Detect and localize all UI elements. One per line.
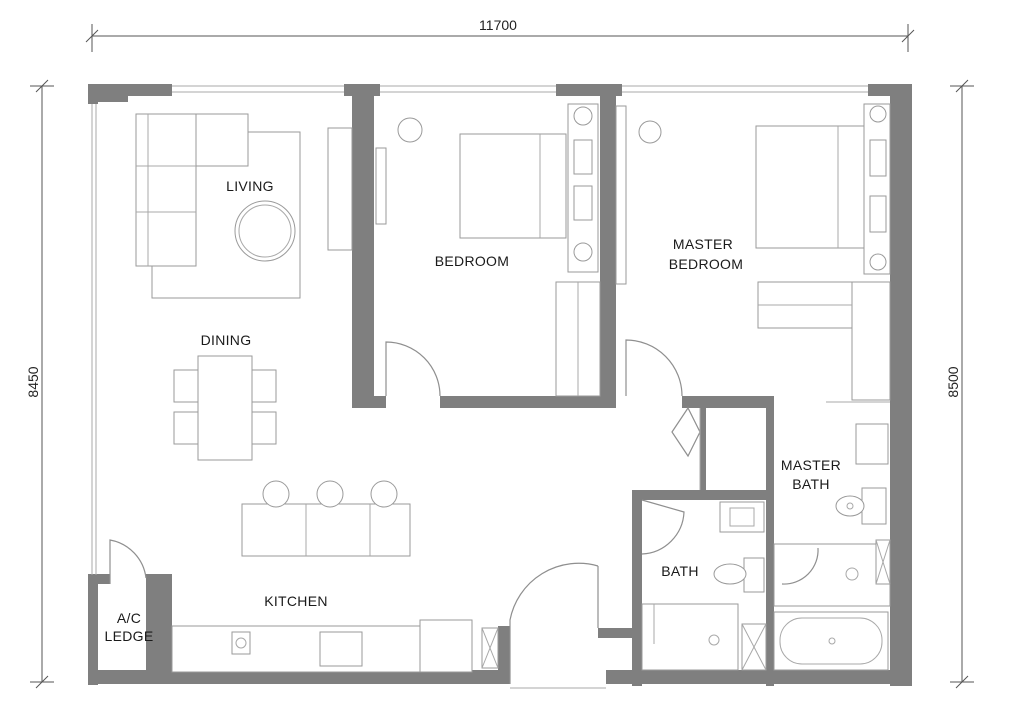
room-label-bath: BATH: [661, 563, 699, 579]
bedroom-furniture: [375, 103, 601, 397]
room-label-ac-ledge-line1: A/C: [117, 610, 141, 626]
bathtub-icon: [773, 611, 889, 671]
sofa-icon: [135, 113, 249, 267]
master-lamp-icon: [638, 120, 662, 144]
ac-ledge-door-icon: [109, 539, 147, 584]
windows: [91, 85, 868, 575]
master-bedroom-furniture: [615, 103, 891, 403]
dimension-left: 8450: [25, 79, 54, 689]
dimension-top-label: 11700: [479, 17, 517, 33]
room-label-master-bath-line2: BATH: [792, 476, 830, 492]
master-bed-icon: [755, 125, 865, 249]
hall-closet-icon: [671, 406, 701, 490]
living-area: [135, 113, 353, 299]
dimension-top: 11700: [85, 17, 915, 52]
toilet-icon: [743, 557, 765, 593]
room-label-bedroom: BEDROOM: [435, 253, 509, 269]
master-toilet-icon: [861, 487, 887, 525]
dimension-right: 8500: [945, 79, 974, 689]
entrance-door-icon: [509, 562, 606, 689]
room-label-dining: DINING: [201, 332, 252, 348]
room-label-kitchen: KITCHEN: [264, 593, 328, 609]
dining-table-icon: [173, 355, 277, 461]
dimension-left-label: 8450: [25, 366, 41, 397]
tv-console: [327, 127, 353, 251]
kitchen-counter-icon: [171, 619, 499, 673]
lamp-icon: [397, 117, 423, 143]
room-label-master-bath-line1: MASTER: [781, 457, 841, 473]
master-bath-fixtures: [773, 423, 891, 671]
bed-icon: [459, 133, 567, 239]
bath-fixtures: [641, 499, 767, 671]
coffee-table-icon: [234, 200, 296, 262]
room-label-master-bedroom-line1: MASTER: [673, 236, 733, 252]
walls: [88, 84, 912, 686]
room-label-master-bedroom-line2: BEDROOM: [669, 256, 743, 272]
kitchen-island-icon: [241, 480, 411, 557]
room-label-living: LIVING: [226, 178, 274, 194]
room-label-ac-ledge-line2: LEDGE: [105, 628, 154, 644]
dimension-right-label: 8500: [945, 366, 961, 397]
